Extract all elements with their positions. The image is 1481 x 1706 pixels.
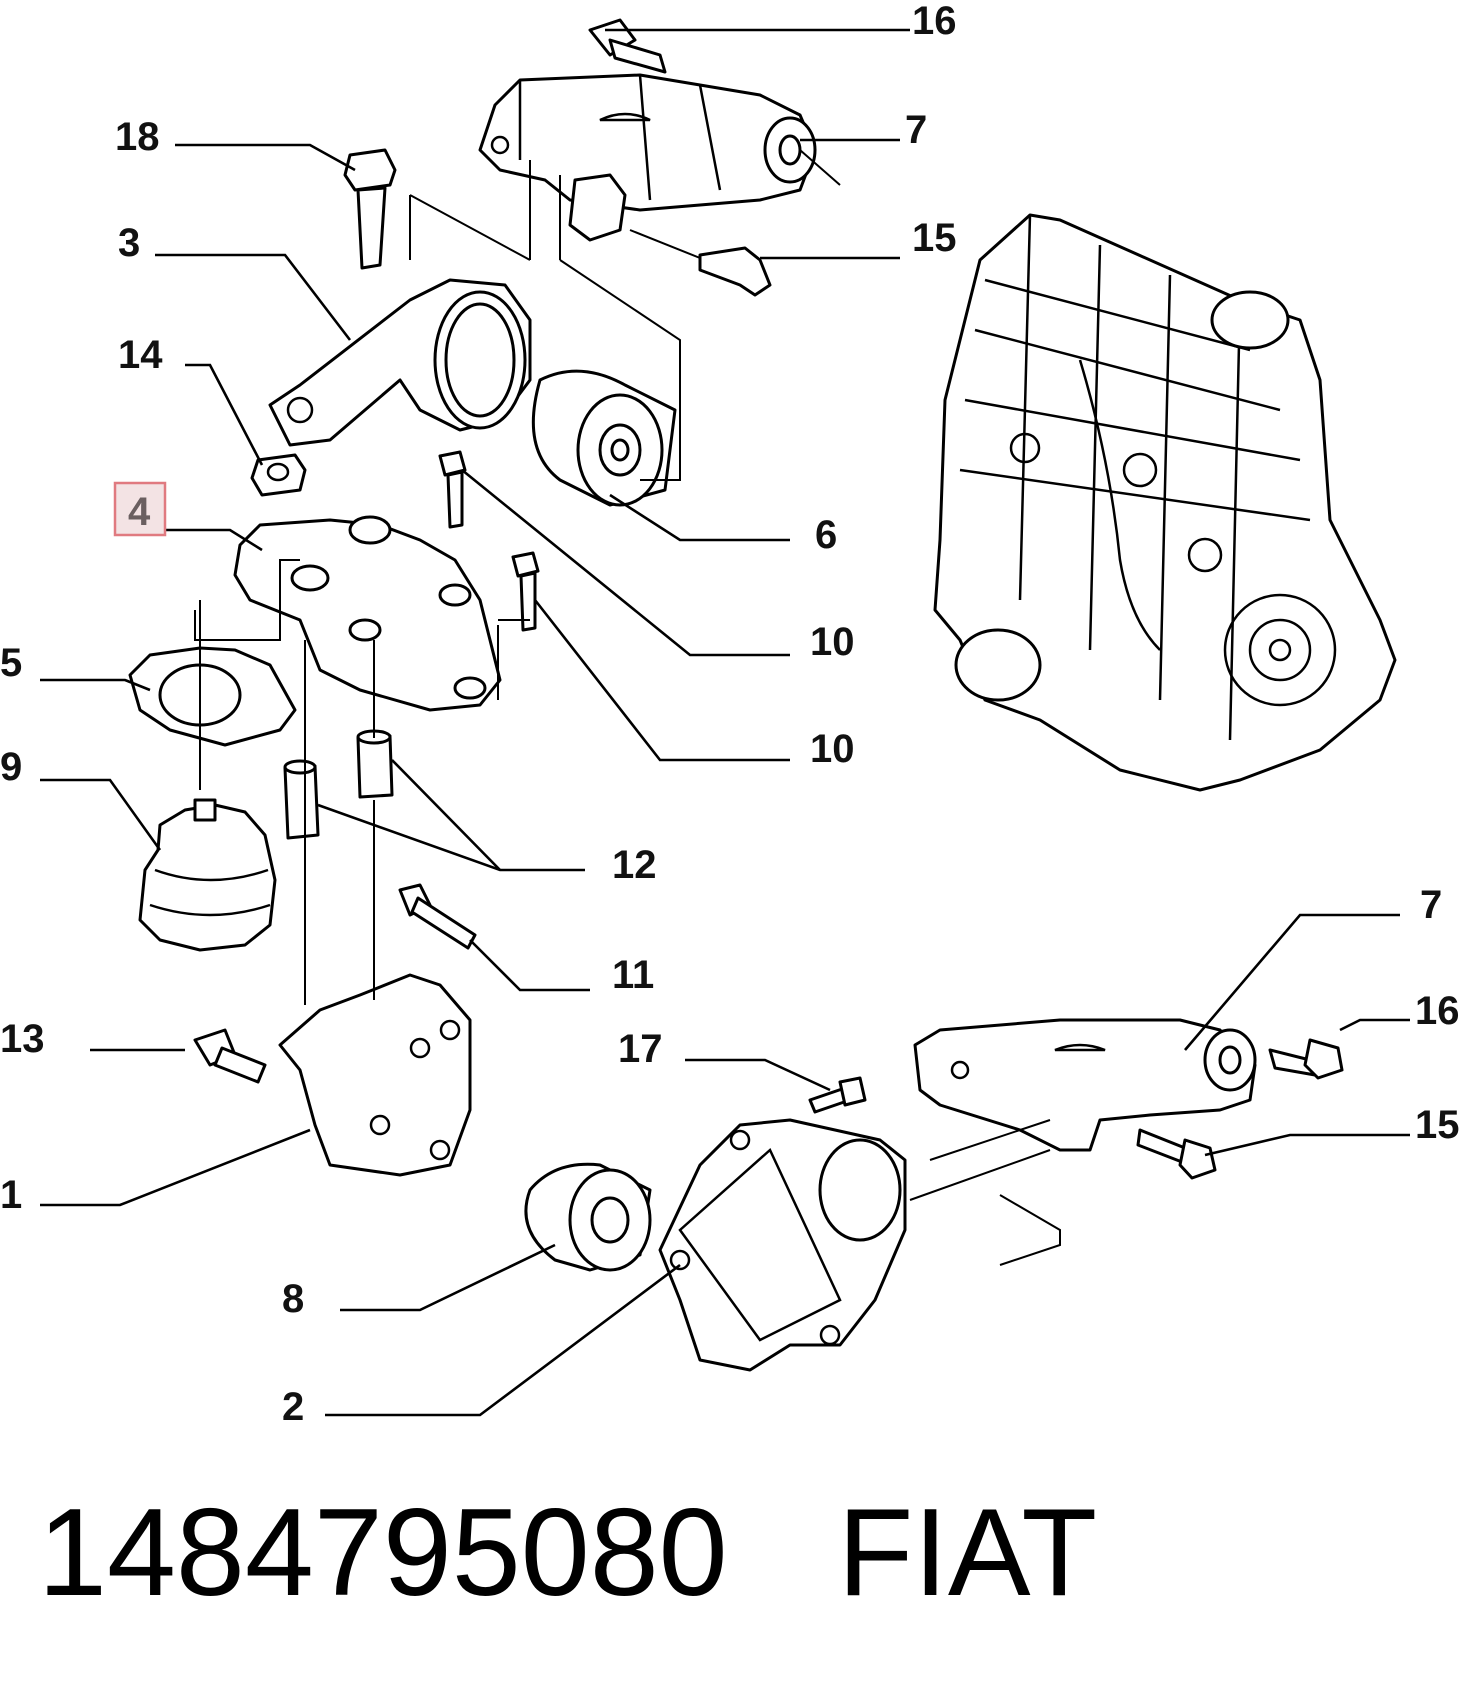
- callout-1: 1: [0, 1173, 22, 1217]
- screw-10a: [438, 450, 467, 529]
- exploded-parts-diagram: 16 7 18 15 3 14 4 6 5 10 10 9 12 11 7 13…: [0, 0, 1460, 1429]
- callout-15-lower: 15: [1415, 1103, 1460, 1147]
- plate-4: [233, 515, 502, 712]
- bolt-11: [398, 883, 477, 950]
- nut-14: [250, 453, 307, 497]
- brand-name: FIAT: [837, 1484, 1098, 1622]
- callout-5: 5: [0, 641, 22, 685]
- callout-16-upper: 16: [912, 0, 957, 43]
- part-number: 1484795080: [38, 1484, 728, 1622]
- bolt-15-lower: [1136, 1128, 1217, 1180]
- mount-9: [138, 798, 277, 952]
- callout-13: 13: [0, 1017, 45, 1061]
- spacer-12a: [283, 759, 320, 840]
- callout-8: 8: [282, 1277, 304, 1321]
- callout-18: 18: [115, 115, 160, 159]
- engine-block: [933, 213, 1397, 792]
- callout-10a: 10: [810, 620, 855, 664]
- bracket-3: [268, 278, 532, 447]
- assembly-axis-lines: [194, 160, 1061, 1266]
- lower-mount-bracket: [913, 1018, 1257, 1152]
- callout-numbers: 16 7 18 15 3 14 4 6 5 10 10 9 12 11 7 13…: [0, 0, 1460, 1429]
- callout-10b: 10: [810, 727, 855, 771]
- spacer-12b: [356, 729, 394, 799]
- callout-14: 14: [118, 333, 163, 377]
- callout-12: 12: [612, 843, 657, 887]
- callout-4: 4: [128, 490, 151, 534]
- callout-2: 2: [282, 1385, 304, 1429]
- callout-15-upper: 15: [912, 216, 957, 260]
- bolt-13: [193, 1028, 267, 1084]
- callout-3: 3: [118, 221, 140, 265]
- callout-17: 17: [618, 1027, 663, 1071]
- bracket-2: [658, 1118, 907, 1372]
- upper-mount-bracket: [478, 73, 841, 242]
- cup-5: [128, 646, 297, 747]
- callout-9: 9: [0, 745, 22, 789]
- callout-11: 11: [612, 953, 654, 997]
- highlight-box-part-4: [113, 481, 167, 537]
- bolt-16-lower: [1268, 1038, 1344, 1080]
- leader-lines: [40, 28, 1410, 1417]
- bolt-17: [808, 1076, 867, 1114]
- bracket-1: [278, 973, 472, 1177]
- bolt-15-upper: [629, 229, 772, 297]
- bushing-6: [531, 369, 677, 507]
- callout-7-upper: 7: [905, 108, 927, 152]
- bolt-16-upper: [588, 18, 667, 74]
- callout-6: 6: [815, 513, 837, 557]
- callout-7-lower: 7: [1420, 883, 1442, 927]
- bolt-18: [343, 148, 397, 270]
- bushing-8: [524, 1162, 652, 1272]
- callout-16-lower: 16: [1415, 989, 1460, 1033]
- screw-10b: [511, 551, 540, 632]
